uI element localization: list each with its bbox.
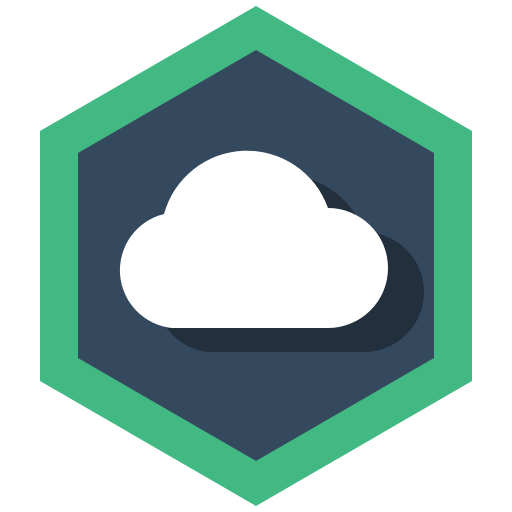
cloud-icon (119, 150, 388, 328)
